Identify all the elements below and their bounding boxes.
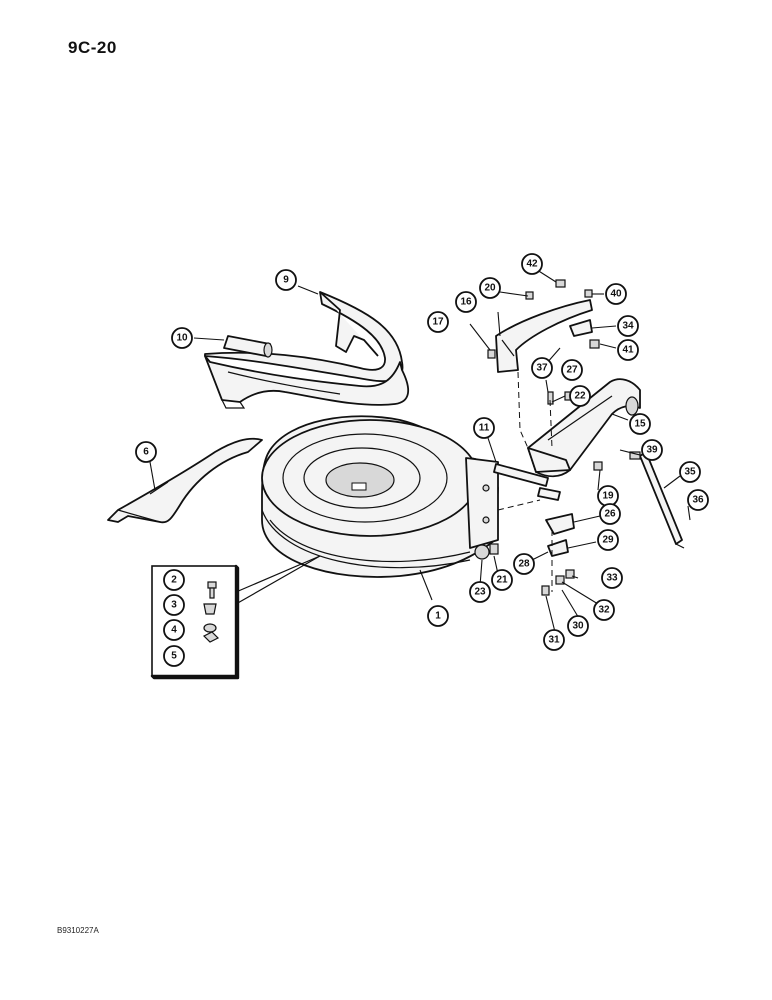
part-35-rod [639, 451, 685, 549]
svg-text:27: 27 [566, 365, 578, 376]
part-1-fan-housing [261, 415, 499, 578]
callout-36: 36 [687, 489, 709, 511]
svg-text:6: 6 [143, 447, 149, 458]
svg-text:26: 26 [604, 509, 616, 520]
callout-5: 5 [163, 645, 185, 667]
svg-text:5: 5 [171, 651, 177, 662]
svg-text:34: 34 [622, 321, 634, 332]
callout-23: 23 [469, 581, 491, 603]
svg-text:28: 28 [518, 559, 530, 570]
callout-21: 21 [491, 569, 513, 591]
part-10-strip [223, 335, 273, 358]
svg-text:29: 29 [602, 535, 614, 546]
part-15-chute [527, 378, 641, 478]
callout-15: 15 [629, 413, 651, 435]
callout-4: 4 [163, 619, 185, 641]
svg-text:36: 36 [692, 495, 704, 506]
svg-text:1: 1 [435, 611, 441, 622]
callout-2: 2 [163, 569, 185, 591]
callout-42: 42 [521, 253, 543, 275]
svg-text:2: 2 [171, 575, 177, 586]
svg-text:31: 31 [548, 635, 560, 646]
callout-41: 41 [617, 339, 639, 361]
callout-27: 27 [561, 359, 583, 381]
svg-text:3: 3 [171, 600, 177, 611]
callout-37: 37 [531, 357, 553, 379]
callout-11: 11 [473, 417, 495, 439]
part-16-deflector [495, 299, 593, 373]
callout-33: 33 [601, 567, 623, 589]
callout-19: 19 [597, 485, 619, 507]
svg-text:19: 19 [602, 491, 614, 502]
callout-17: 17 [427, 311, 449, 333]
assembly-lines [497, 371, 553, 592]
callout-16: 16 [455, 291, 477, 313]
page-code: 9C-20 [68, 38, 117, 57]
svg-text:30: 30 [572, 621, 584, 632]
callout-1: 1 [427, 605, 449, 627]
svg-text:41: 41 [622, 345, 634, 356]
svg-text:20: 20 [484, 283, 496, 294]
callout-31: 31 [543, 629, 565, 651]
callout-40: 40 [605, 283, 627, 305]
svg-text:42: 42 [526, 259, 538, 270]
svg-text:23: 23 [474, 587, 486, 598]
callout-26: 26 [599, 503, 621, 525]
callout-6: 6 [135, 441, 157, 463]
svg-text:37: 37 [536, 363, 548, 374]
callout-22: 22 [569, 385, 591, 407]
callout-28: 28 [513, 553, 535, 575]
svg-text:10: 10 [176, 333, 188, 344]
callout-29: 29 [597, 529, 619, 551]
svg-text:40: 40 [610, 289, 622, 300]
part-9-shroud [204, 291, 410, 409]
callout-35: 35 [679, 461, 701, 483]
svg-text:4: 4 [171, 625, 177, 636]
part-6-baffle [107, 437, 263, 524]
callout-30: 30 [567, 615, 589, 637]
brackets [545, 513, 575, 557]
svg-text:17: 17 [432, 317, 444, 328]
callout-10: 10 [171, 327, 193, 349]
callout-39: 39 [641, 439, 663, 461]
part-11-latch-bar [493, 463, 561, 501]
svg-text:32: 32 [598, 605, 610, 616]
svg-text:22: 22 [574, 391, 586, 402]
callout-9: 9 [275, 269, 297, 291]
leader-lines [149, 267, 691, 637]
callout-20: 20 [479, 277, 501, 299]
svg-text:21: 21 [496, 575, 508, 586]
svg-text:33: 33 [606, 573, 618, 584]
svg-text:39: 39 [646, 445, 658, 456]
figure-code: B9310227A [57, 926, 99, 935]
callout-34: 34 [617, 315, 639, 337]
svg-text:16: 16 [460, 297, 472, 308]
svg-text:35: 35 [684, 467, 696, 478]
svg-text:9: 9 [283, 275, 289, 286]
svg-text:11: 11 [479, 423, 490, 434]
callout-3: 3 [163, 594, 185, 616]
callout-32: 32 [593, 599, 615, 621]
svg-text:15: 15 [634, 419, 646, 430]
